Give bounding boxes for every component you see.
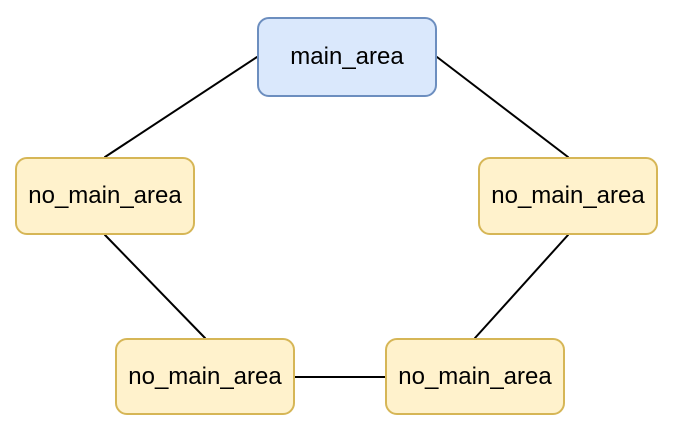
edge-left-to-bottomleft (104, 234, 206, 339)
node-main-area[interactable]: main_area (257, 17, 437, 97)
node-no-main-area-left-label: no_main_area (28, 182, 182, 209)
node-no-main-area-bottom-right[interactable]: no_main_area (385, 338, 565, 415)
edge-main-to-right (436, 56, 569, 158)
node-no-main-area-bottom-left-label: no_main_area (128, 362, 282, 390)
edge-main-to-left (104, 56, 258, 158)
node-no-main-area-bottom-right-label: no_main_area (398, 362, 552, 390)
node-no-main-area-left[interactable]: no_main_area (15, 157, 195, 235)
node-main-area-label: main_area (290, 43, 404, 70)
edge-right-to-bottomright (474, 234, 569, 339)
node-no-main-area-right[interactable]: no_main_area (478, 157, 658, 235)
node-no-main-area-right-label: no_main_area (491, 182, 645, 209)
node-no-main-area-bottom-left[interactable]: no_main_area (115, 338, 295, 415)
